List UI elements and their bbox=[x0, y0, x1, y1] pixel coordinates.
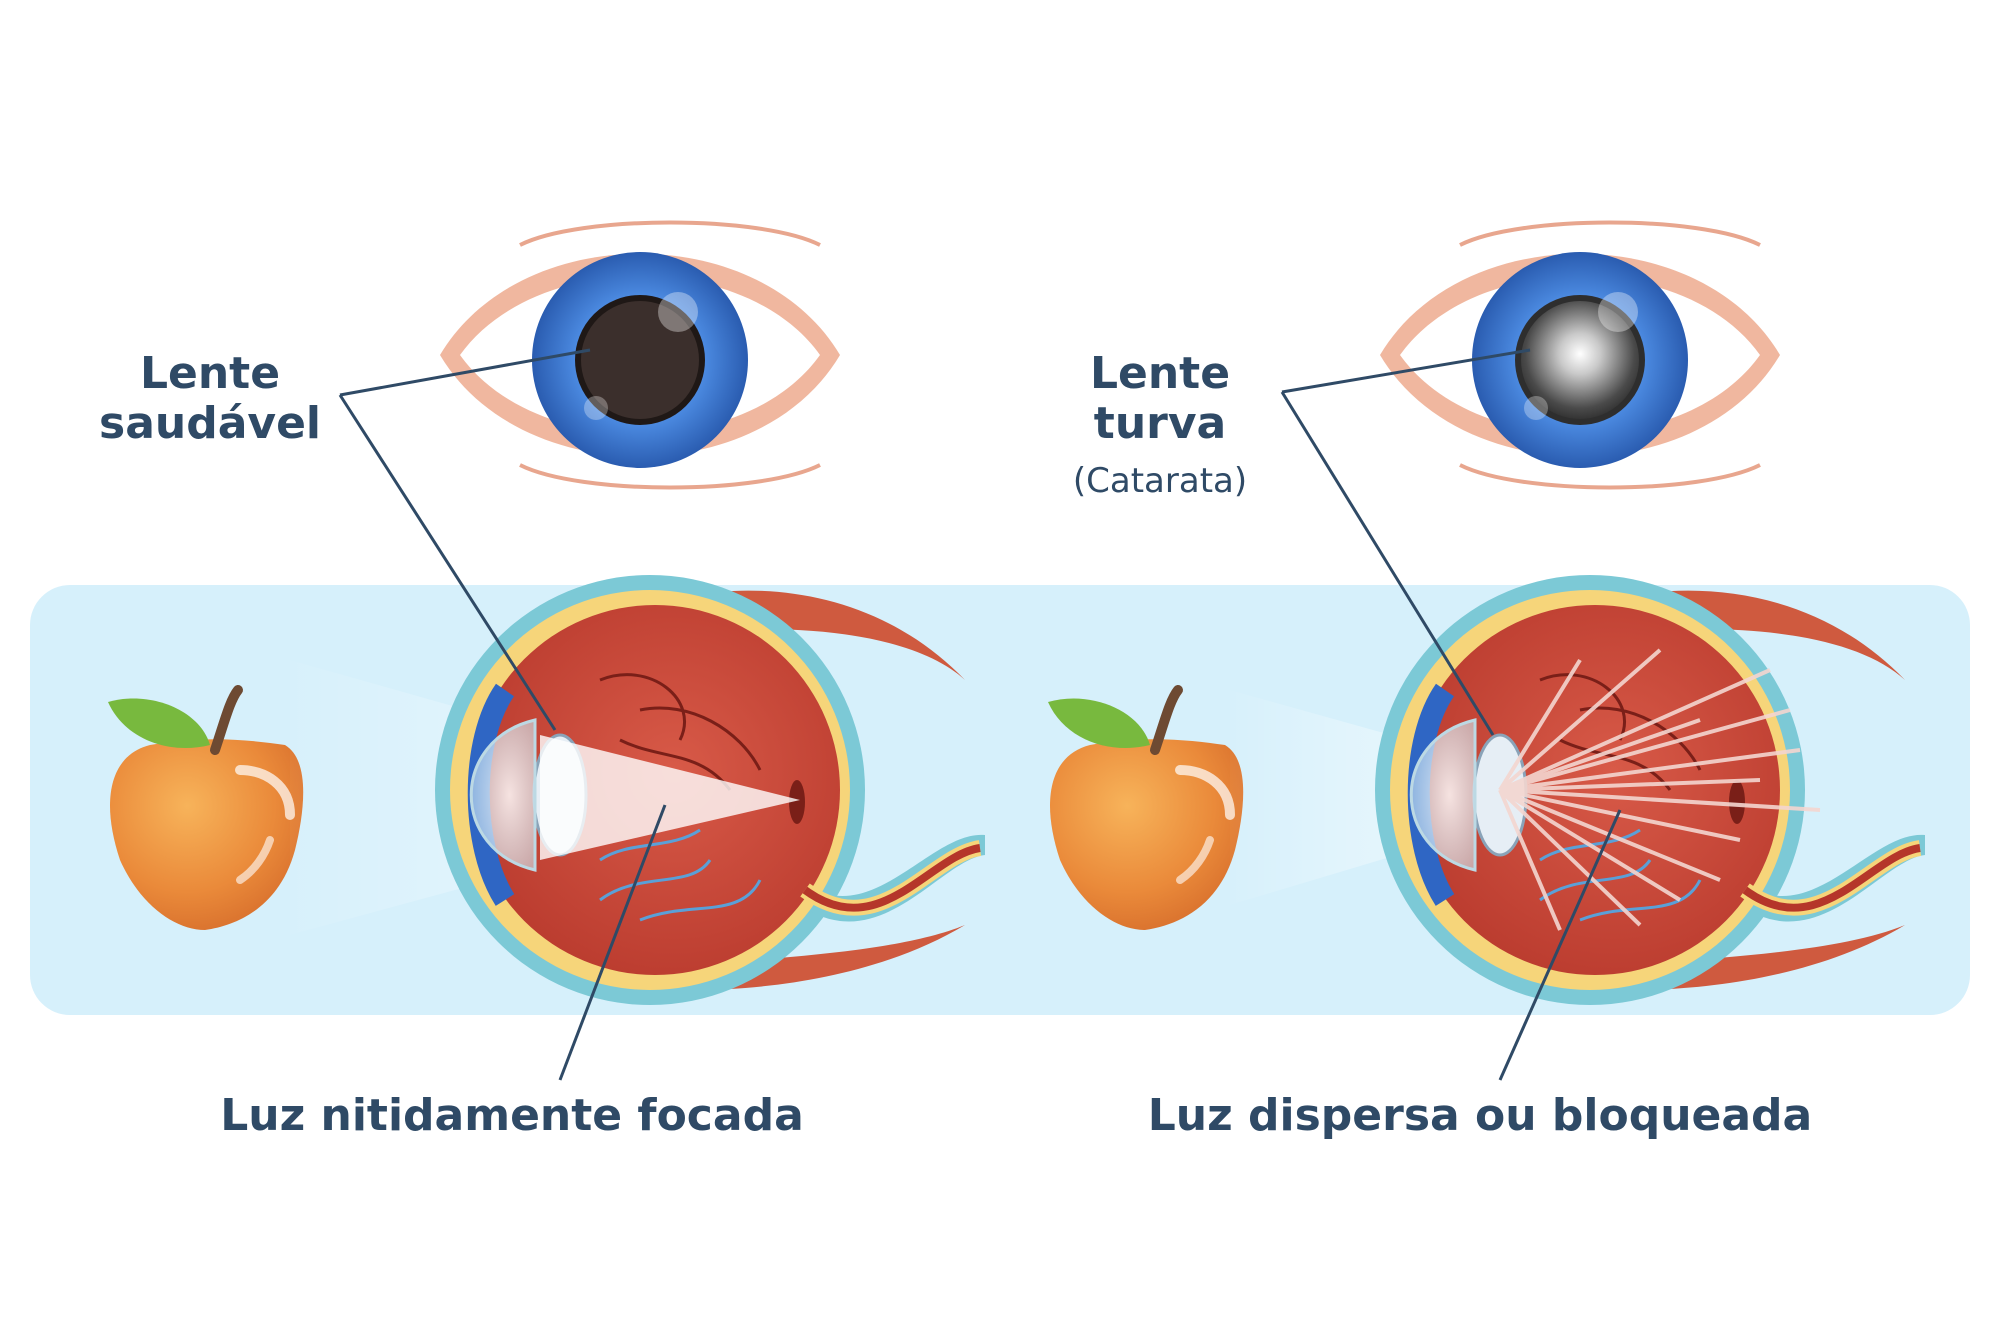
cataract-lens-leader-line bbox=[1280, 348, 1531, 736]
healthy-lens-label-line2: saudável bbox=[99, 398, 321, 449]
healthy-outer-eye bbox=[438, 220, 842, 490]
right-panel-cataract: Lente turva (Catarata) Luz dispersa ou b… bbox=[1048, 220, 1925, 1141]
healthy-lens-leader-line bbox=[338, 348, 591, 731]
scattered-light-rays bbox=[1498, 648, 1821, 931]
cataract-note-label: (Catarata) bbox=[1073, 461, 1247, 501]
healthy-lens-label-line1: Lente bbox=[140, 348, 280, 399]
cataract-eye-section bbox=[1375, 575, 1925, 1005]
scattered-light-label: Luz dispersa ou bloqueada bbox=[1148, 1090, 1813, 1141]
focused-light-label: Luz nitidamente focada bbox=[220, 1090, 804, 1141]
healthy-eye-section bbox=[435, 575, 985, 1005]
left-panel-healthy: Lente saudável Luz nitidamente focada bbox=[99, 220, 985, 1141]
cataract-outer-eye bbox=[1378, 220, 1782, 490]
scattered-light-leader-line bbox=[1498, 809, 1622, 1081]
focused-light-leader-line bbox=[558, 804, 667, 1081]
cataract-lens-label-line1: Lente bbox=[1090, 348, 1230, 399]
cataract-lens-label-line2: turva bbox=[1094, 398, 1226, 449]
